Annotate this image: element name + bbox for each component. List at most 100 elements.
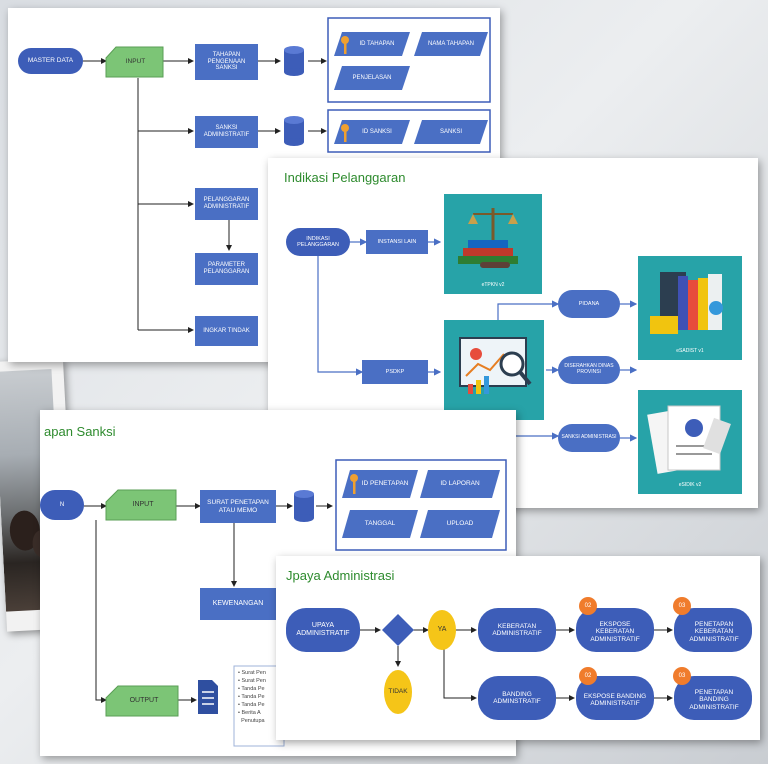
field-upload-label: UPLOAD xyxy=(446,520,474,528)
ingkar-node xyxy=(195,316,258,346)
parameter-label: PARAMETER PELANGGARAN xyxy=(203,262,250,275)
field-nama-tahapan-label: NAMA TAHAPAN xyxy=(427,40,474,47)
indikasi-flowchart xyxy=(286,194,742,494)
pelanggaran-node xyxy=(195,188,258,220)
penetapan-flowchart xyxy=(40,459,507,747)
scales-icon xyxy=(458,208,518,268)
penetapan-banding-node xyxy=(674,676,752,720)
field-penjelasan xyxy=(334,66,410,90)
master-data-label: MASTER DATA xyxy=(27,57,74,65)
sanksi-adm-label: SANKSI ADMINISTRASI xyxy=(561,434,617,441)
surat-label: SURAT PENETAPAN ATAU MEMO xyxy=(207,499,269,514)
field-id-tahapan xyxy=(334,32,410,56)
keberatan-node xyxy=(478,608,556,652)
field-upload xyxy=(420,510,500,538)
psdkp-node xyxy=(362,360,428,384)
field-id-sanksi xyxy=(334,120,410,144)
badge-02a-label: 02 xyxy=(584,602,592,609)
analytics-icon xyxy=(459,337,532,394)
output-node xyxy=(105,685,179,717)
field-id-penetapan xyxy=(342,470,418,498)
kewenangan-label: KEWENANGAN xyxy=(212,599,264,607)
database-icon xyxy=(284,46,304,76)
field-id-sanksi-label: ID SANKSI xyxy=(362,128,392,135)
upaya-administrasi-slide: Jpaya Administrasi UPAYA ADMINISTRATIF Y… xyxy=(276,556,760,740)
sanksi-adm-node xyxy=(558,424,620,452)
field-id-penetapan-label: ID PENETAPAN xyxy=(361,480,409,488)
tahapan-label: TAHAPAN PENGENAAN SANKSI xyxy=(207,51,246,72)
key-icon xyxy=(341,124,349,142)
instansi-node xyxy=(366,230,428,254)
badge-03a-label: 03 xyxy=(678,602,686,609)
indikasi-title: Indikasi Pelanggaran xyxy=(284,170,406,185)
key-icon xyxy=(350,474,358,494)
output-label: OUTPUT xyxy=(129,696,159,704)
sanksi-admin-node xyxy=(195,116,258,148)
penetapan-title: apan Sanksi xyxy=(44,424,116,439)
master-flowchart xyxy=(18,17,491,346)
ekspose-keberatan-node xyxy=(576,608,654,652)
master-data-node xyxy=(18,48,83,74)
badge-03b-label: 03 xyxy=(678,672,686,679)
ekspose-keberatan-label: EKSPOSE KEBERATAN ADMINISTRATIF xyxy=(590,620,640,643)
badge-02a xyxy=(579,597,597,615)
folders-icon xyxy=(650,272,723,334)
field-sanksi-label: SANKSI xyxy=(439,128,462,135)
list-item: • Surat Pen xyxy=(238,677,266,684)
ekspose-banding-node xyxy=(576,676,654,720)
input-node xyxy=(105,46,164,78)
upaya-title: Jpaya Administrasi xyxy=(286,568,395,583)
keberatan-label: KEBERATAN ADMINISTRATIF xyxy=(492,622,542,637)
badge-03b xyxy=(673,667,691,685)
pidana-label: PIDANA xyxy=(578,300,600,307)
tahapan-node xyxy=(195,44,258,80)
list-item: Penutupa xyxy=(241,717,265,724)
field-tanggal-label: TANGGAL xyxy=(364,520,396,528)
decision-diamond xyxy=(382,614,414,646)
kewenangan-node xyxy=(200,588,276,620)
documents-icon xyxy=(647,405,731,474)
database-icon xyxy=(294,490,314,522)
penetapan-input-node xyxy=(105,489,177,521)
ya-node xyxy=(428,610,456,650)
indikasi-node xyxy=(286,228,350,256)
start-node xyxy=(40,490,84,520)
field-id-laporan xyxy=(420,470,500,498)
ya-label: YA xyxy=(437,625,447,633)
esadist-caption: eSADIST v1 xyxy=(676,348,704,354)
document-icon xyxy=(198,680,218,714)
field-nama-tahapan xyxy=(414,32,488,56)
badge-02b-label: 02 xyxy=(584,672,592,679)
output-document-list: • Surat Pen • Surat Pen • Tanda Pe • Tan… xyxy=(238,670,282,744)
pidana-node xyxy=(558,290,620,318)
penetapan-input-label: INPUT xyxy=(132,500,154,508)
penetapan-keberatan-label: PENETAPAN KEBERATAN ADMINISTRATIF xyxy=(689,620,739,643)
list-item: • Tanda Pe xyxy=(238,701,265,708)
upaya-label: UPAYA ADMINISTRATIF xyxy=(296,621,350,637)
field-sanksi xyxy=(414,120,488,144)
list-item: • Surat Pen xyxy=(238,670,266,676)
penetapan-keberatan-node xyxy=(674,608,752,652)
penetapan-banding-label: PENETAPAN BANDING ADMINISTRATIF xyxy=(689,688,739,711)
indikasi-label: INDIKASI PELANGGARAN xyxy=(297,235,339,248)
surat-node xyxy=(200,490,276,523)
sanksi-admin-label: SANKSI ADMINISTRATIF xyxy=(203,125,250,138)
database-icon xyxy=(284,116,304,146)
diserahkan-node xyxy=(558,356,620,384)
esidik-caption: eSIDIK v2 xyxy=(678,482,702,488)
upaya-flowchart xyxy=(286,597,752,720)
badge-03a xyxy=(673,597,691,615)
list-item: • Tanda Pe xyxy=(238,693,265,700)
field-tanggal xyxy=(342,510,418,538)
list-item: • Tanda Pe xyxy=(238,685,265,692)
upaya-node xyxy=(286,608,360,652)
field-id-tahapan-label: ID TAHAPAN xyxy=(359,40,395,47)
badge-02b xyxy=(579,667,597,685)
psdkp-label: PSDKP xyxy=(385,368,405,375)
tidak-node xyxy=(384,670,412,714)
diserahkan-label: DISERAHKAN DINAS PROVINSI xyxy=(564,363,614,375)
key-icon xyxy=(341,36,349,54)
etpkn-caption: eTPKN v2 xyxy=(481,282,505,288)
tidak-label: TIDAK xyxy=(388,688,408,696)
banding-node xyxy=(478,676,556,720)
